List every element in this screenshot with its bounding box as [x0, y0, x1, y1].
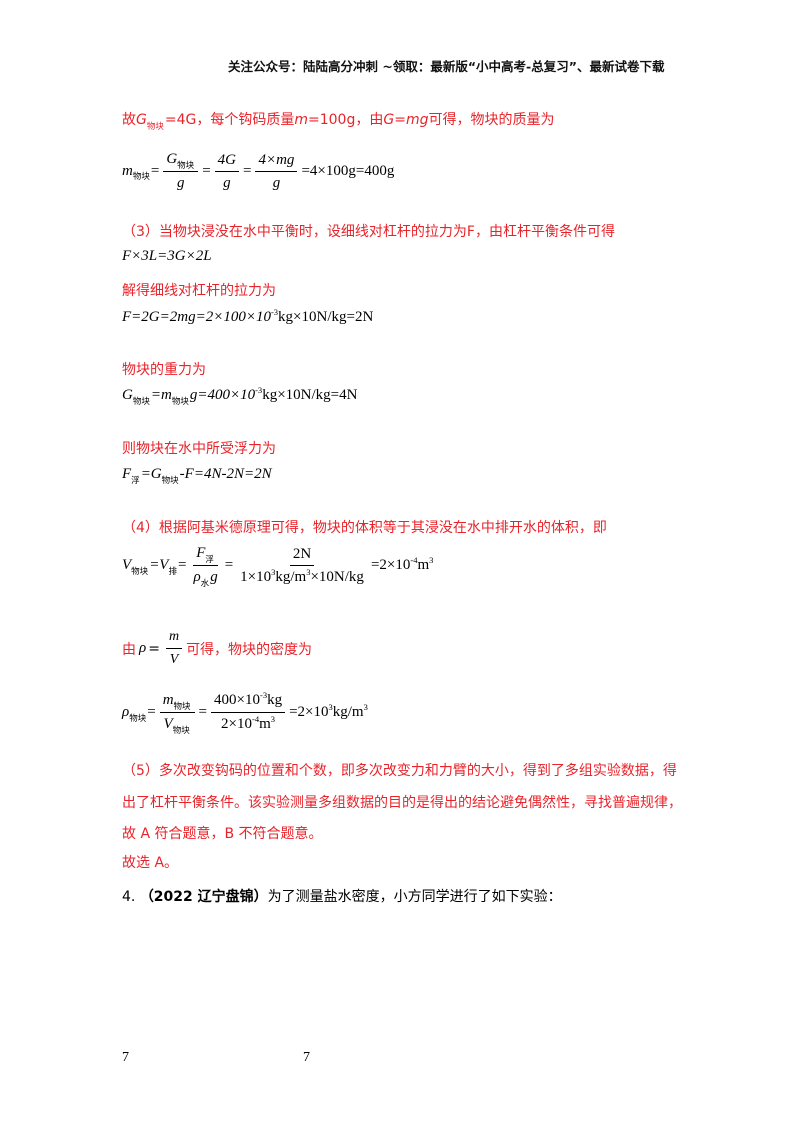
text-eq: =4G — [164, 112, 197, 128]
footer-page-number-center: 7 — [303, 1050, 310, 1065]
paragraph-part3d: 则物块在水中所受浮力为 — [122, 441, 276, 457]
paragraph-part5-line1: （5）多次改变钩码的位置和个数，即多次改变力和力臂的大小，得到了多组实验数据，得 — [122, 763, 677, 779]
header-text: 关注公众号：陆陆高分冲刺 ~领取：最新版“小中高考-总复习”、最新试卷下载 — [228, 59, 665, 74]
var-m: m — [122, 162, 133, 179]
text-val: =100g，由 — [308, 112, 384, 128]
equation-lever-balance: F×3L=3G×2L — [122, 248, 212, 264]
text-tail: 可得，物块的质量为 — [428, 112, 555, 128]
text-pre: 故 — [122, 112, 136, 128]
question-number: 4. — [122, 889, 136, 905]
subscript: 物块 — [146, 122, 164, 132]
paragraph-part5-line3: 故 A 符合题意，B 不符合题意。 — [122, 826, 323, 842]
answer-line: 故选 A。 — [122, 855, 179, 871]
formula-gmg: G=mg — [383, 112, 429, 128]
paragraph-part3c: 物块的重力为 — [122, 362, 206, 378]
var-m: m — [294, 112, 309, 128]
subscript: 物块 — [132, 171, 150, 181]
question-4: 4. （2022 辽宁盘锦）为了测量盐水密度，小方同学进行了如下实验： — [122, 886, 562, 906]
question-source: （2022 辽宁盘锦） — [139, 889, 268, 905]
paragraph-part3b: 解得细线对杠杆的拉力为 — [122, 283, 276, 299]
paragraph-part3: （3）当物块浸没在水中平衡时，设细线对杠杆的拉力为F，由杠杆平衡条件可得 — [122, 224, 615, 240]
var-g: G — [136, 112, 147, 128]
equation-result: =4×100g=400g — [301, 162, 395, 179]
footer-page-number-left: 7 — [122, 1050, 129, 1065]
paragraph-gravity-ratio: 故G物块=4G，每个钩码质量m=100g，由G=mg可得，物块的质量为 — [122, 109, 555, 132]
paragraph-part5-line2: 出了杠杆平衡条件。该实验测量多组数据的目的是得出的结论避免偶然性，寻找普遍规律， — [122, 795, 682, 811]
page-header: 关注公众号：陆陆高分冲刺 ~领取：最新版“小中高考-总复习”、最新试卷下载 — [228, 56, 664, 75]
paragraph-part4: （4）根据阿基米德原理可得，物块的体积等于其浸没在水中排开水的体积，即 — [122, 520, 607, 536]
text-rest: ，每个钩码质量 — [196, 112, 295, 128]
question-text: 为了测量盐水密度，小方同学进行了如下实验： — [267, 889, 562, 905]
